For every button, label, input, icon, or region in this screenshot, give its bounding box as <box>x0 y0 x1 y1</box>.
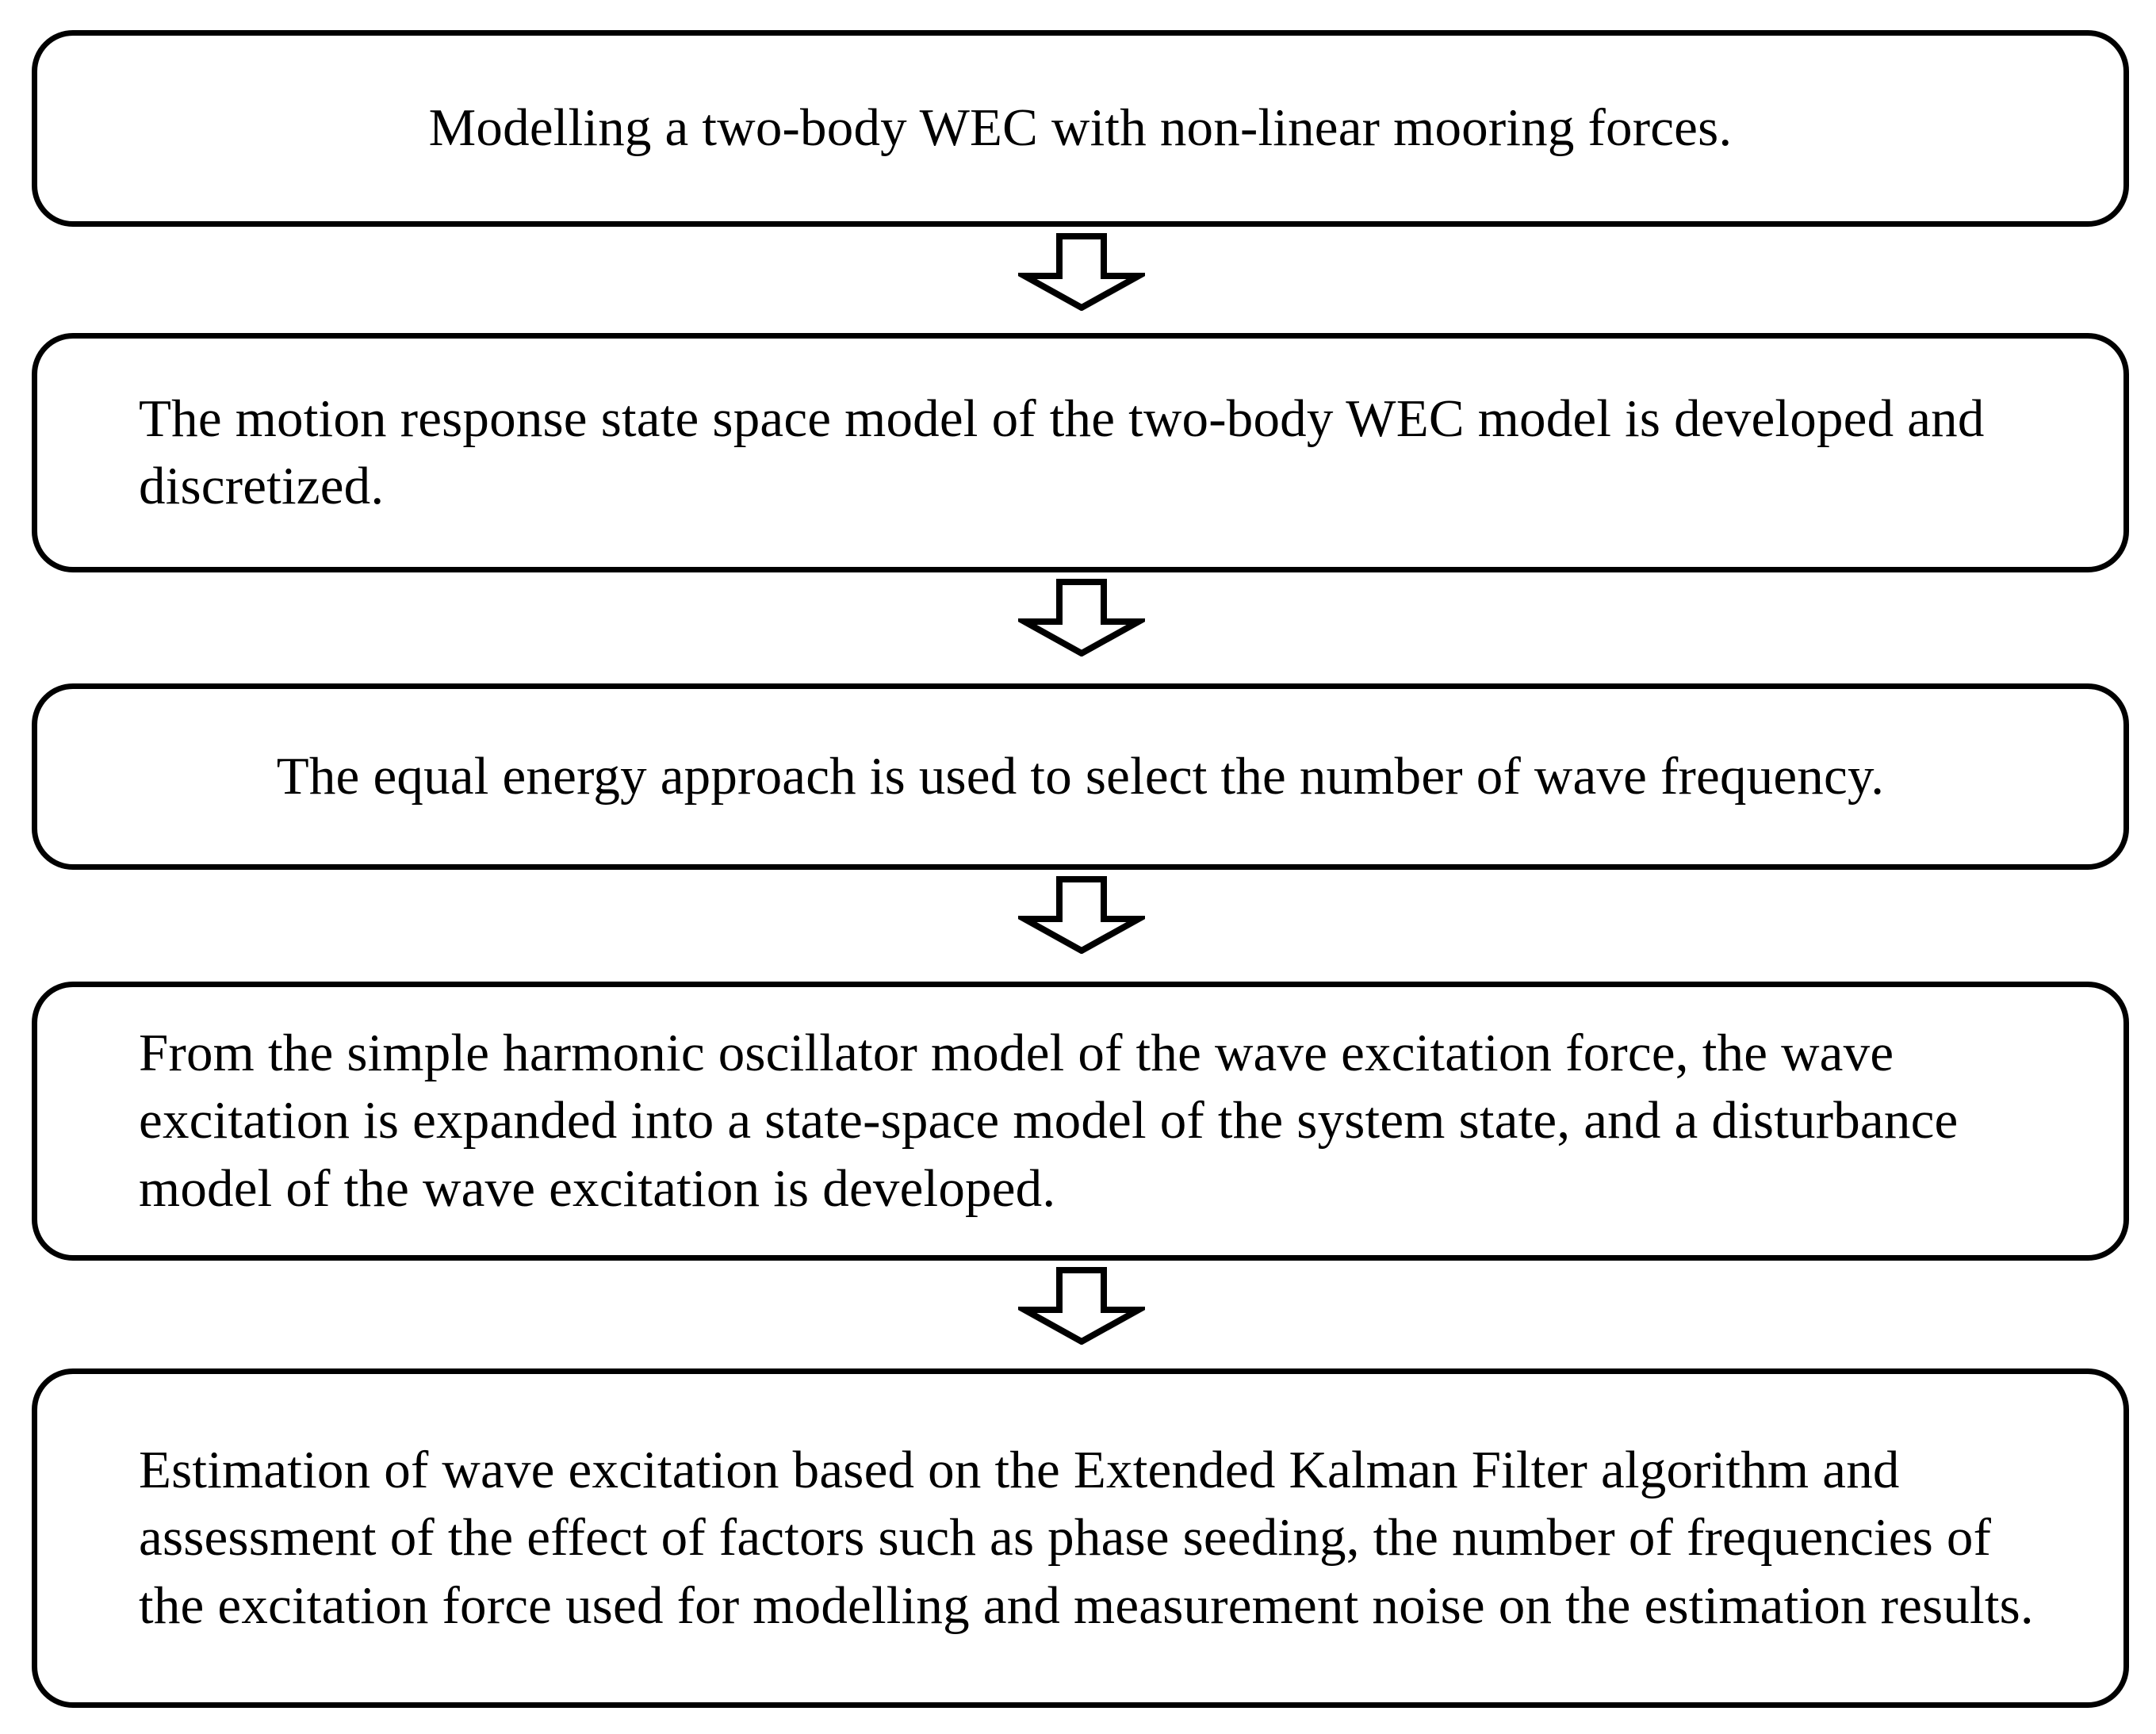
flowchart-node-4-label: From the simple harmonic oscillator mode… <box>139 1024 1972 1218</box>
flowchart-node-5: Estimation of wave excitation based on t… <box>32 1368 2129 1708</box>
flowchart-node-3: The equal energy approach is used to sel… <box>32 683 2129 870</box>
down-arrow-icon-3 <box>1018 876 1145 954</box>
down-arrow-icon-1 <box>1018 233 1145 311</box>
flowchart-node-3-label: The equal energy approach is used to sel… <box>276 746 1885 806</box>
flowchart-node-5-label: Estimation of wave excitation based on t… <box>139 1441 2034 1635</box>
flowchart-node-1: Modelling a two-body WEC with non-linear… <box>32 30 2129 227</box>
flowchart-node-4: From the simple harmonic oscillator mode… <box>32 982 2129 1261</box>
flowchart-node-2: The motion response state space model of… <box>32 333 2129 572</box>
flowchart-node-2-label: The motion response state space model of… <box>139 389 1998 515</box>
flowchart-node-1-label: Modelling a two-body WEC with non-linear… <box>428 98 1733 158</box>
down-arrow-icon-2 <box>1018 579 1145 656</box>
down-arrow-icon-4 <box>1018 1267 1145 1345</box>
